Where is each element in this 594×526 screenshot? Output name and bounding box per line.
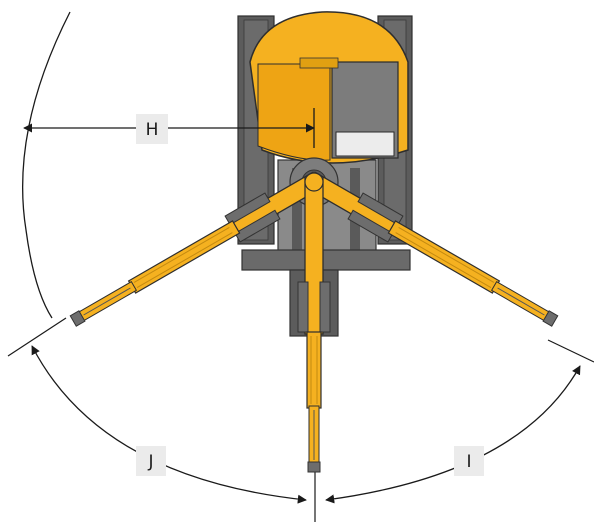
dimension-arc-i [325,365,581,504]
extension-line-left [7,317,67,357]
boom-right [305,171,559,327]
svg-text:I: I [466,452,471,472]
boom-pivot [304,172,324,192]
extension-line-right [547,339,594,363]
boom-left [69,171,323,327]
label-h: H [136,114,168,144]
reach-radius-arc [22,11,71,319]
label-j: J [136,446,166,476]
rear-bumper [241,249,411,271]
dimension-arc-j [31,345,307,504]
label-i: I [454,446,484,476]
svg-text:H: H [146,120,159,140]
svg-text:J: J [147,452,153,472]
